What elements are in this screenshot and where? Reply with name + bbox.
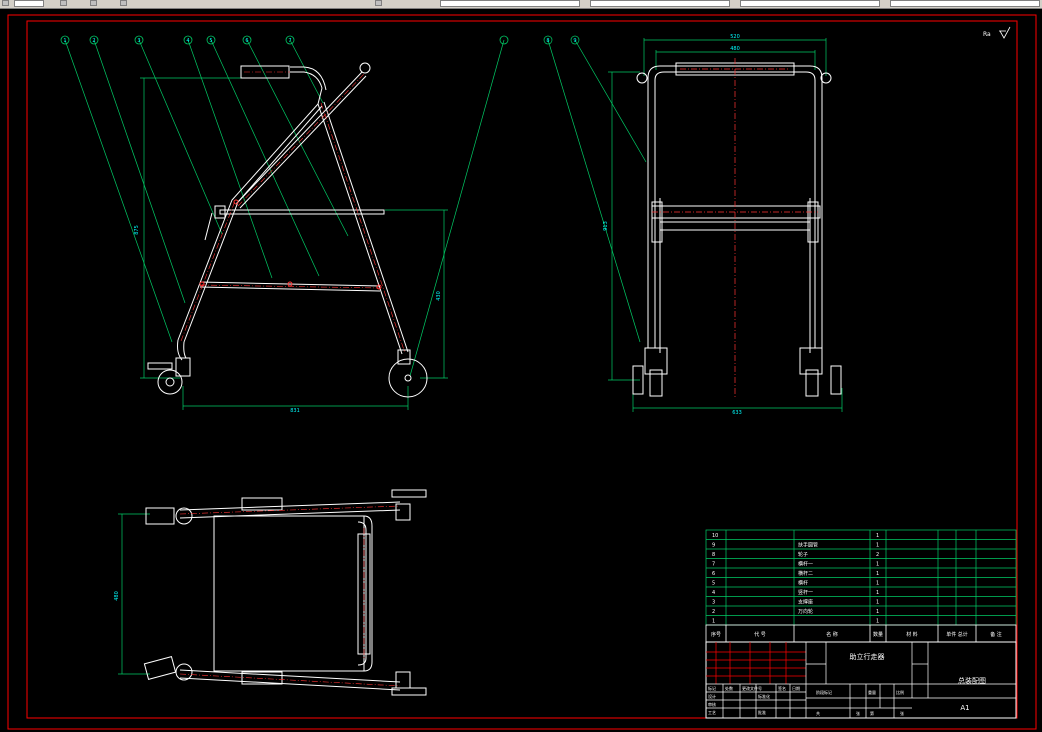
svg-text:批准: 批准 — [758, 709, 766, 715]
svg-text:7: 7 — [712, 562, 715, 568]
svg-text:签名: 签名 — [778, 685, 786, 691]
svg-text:阶段标记: 阶段标记 — [816, 689, 832, 695]
side-view: 1 2 3 4 5 6 7 831 875 430 — [60, 35, 509, 414]
svg-text:序号: 序号 — [711, 631, 721, 638]
svg-text:1: 1 — [876, 590, 879, 596]
svg-text:备 注: 备 注 — [990, 631, 1002, 638]
tool-icon-3[interactable] — [120, 0, 127, 6]
svg-text:1: 1 — [876, 600, 879, 606]
balloon-8: 8 — [546, 38, 549, 44]
balloon-5: 5 — [209, 38, 212, 44]
bom-table: 10 1 9 扶手圆管 1 8 轮子 2 7 横杆一 1 6 横杆二 1 5 横杆 1 4 竖杆一 1 3… — [705, 529, 1017, 643]
dim-top-depth: 480 — [114, 591, 120, 601]
svg-text:6: 6 — [712, 571, 715, 577]
svg-text:标准化: 标准化 — [758, 693, 770, 699]
tool-icon-1[interactable] — [60, 0, 67, 6]
svg-text:单件 总计: 单件 总计 — [946, 631, 968, 638]
title-block: 助立行走器 总装配图 A1 标记 处数 更改文件号 签名 日期 设计 标准化 审… — [705, 641, 1017, 719]
svg-text:横杆一: 横杆一 — [798, 561, 813, 568]
svg-text:1: 1 — [712, 619, 715, 625]
outer-frame — [7, 14, 1037, 730]
svg-text:设计: 设计 — [708, 693, 716, 699]
svg-text:重量: 重量 — [868, 689, 876, 695]
svg-text:日期: 日期 — [792, 685, 800, 691]
svg-text:代 号: 代 号 — [754, 631, 766, 638]
balloon-4: 4 — [186, 38, 189, 44]
svg-text:比例: 比例 — [896, 689, 904, 695]
svg-text:1: 1 — [876, 533, 879, 539]
svg-text:工艺: 工艺 — [708, 710, 716, 715]
svg-text:2: 2 — [712, 609, 715, 615]
svg-text:9: 9 — [712, 543, 715, 549]
svg-text:3: 3 — [712, 600, 715, 606]
svg-text:材 料: 材 料 — [906, 631, 918, 638]
roughness-mark: Ra — [983, 26, 1011, 39]
svg-text:1: 1 — [876, 543, 879, 549]
inner-frame — [26, 20, 1018, 719]
svg-text:张: 张 — [856, 710, 860, 716]
svg-text:标记: 标记 — [708, 685, 716, 691]
svg-text:数量: 数量 — [873, 631, 883, 638]
product-name: 助立行走器 — [850, 652, 885, 661]
svg-text:2: 2 — [876, 552, 879, 558]
svg-text:1: 1 — [876, 619, 879, 625]
front-view: 8 9 520 480 913 633 — [543, 34, 843, 416]
dim-side-width: 831 — [290, 408, 300, 414]
svg-text:4: 4 — [712, 590, 715, 596]
svg-text:支撑座: 支撑座 — [798, 599, 813, 606]
balloon-2: 2 — [92, 38, 95, 44]
sheet-size: A1 — [960, 704, 969, 712]
dim-side-height: 875 — [134, 225, 140, 235]
plotstyle-dropdown[interactable] — [890, 0, 1040, 7]
svg-text:1: 1 — [876, 571, 879, 577]
svg-text:处数: 处数 — [725, 685, 733, 691]
svg-text:1: 1 — [876, 562, 879, 568]
svg-text:Ra: Ra — [983, 31, 991, 38]
drawing-name: 总装配图 — [958, 676, 986, 685]
svg-text:8: 8 — [712, 552, 715, 558]
dim-side-height2: 430 — [436, 291, 442, 301]
balloon-9: 9 — [573, 38, 576, 44]
lineweight-dropdown[interactable] — [740, 0, 880, 7]
svg-text:万向轮: 万向轮 — [798, 608, 813, 615]
svg-text:轮子: 轮子 — [798, 551, 808, 558]
dim-front-top-outer: 520 — [730, 34, 740, 40]
dim-front-top-inner: 480 — [730, 46, 740, 52]
balloon-3: 3 — [137, 38, 140, 44]
top-view: 480 — [114, 489, 427, 696]
toolbar-field-1[interactable] — [14, 0, 44, 7]
tool-icon-4[interactable] — [375, 0, 382, 6]
dim-front-bottom: 633 — [732, 410, 742, 416]
layer-dropdown[interactable] — [440, 0, 580, 7]
linetype-dropdown[interactable] — [590, 0, 730, 7]
drawing-canvas[interactable]: Ra — [0, 8, 1042, 732]
svg-text:名 称: 名 称 — [826, 631, 838, 638]
svg-text:扶手圆管: 扶手圆管 — [798, 542, 818, 549]
dim-front-height: 913 — [603, 221, 609, 231]
app-icon[interactable] — [2, 0, 9, 6]
svg-text:横杆: 横杆 — [798, 580, 808, 587]
cad-toolbar — [0, 0, 1042, 9]
svg-text:1: 1 — [876, 581, 879, 587]
balloon-1: 1 — [63, 38, 66, 44]
svg-text:10: 10 — [712, 533, 718, 539]
svg-text:共: 共 — [816, 710, 820, 716]
svg-text:张: 张 — [900, 710, 904, 716]
svg-text:5: 5 — [712, 581, 715, 587]
svg-text:竖杆一: 竖杆一 — [798, 589, 813, 596]
tool-icon-2[interactable] — [90, 0, 97, 6]
balloon-6: 6 — [245, 38, 248, 44]
svg-text:1: 1 — [876, 609, 879, 615]
svg-text:横杆二: 横杆二 — [798, 570, 813, 577]
svg-text:第: 第 — [870, 710, 874, 716]
svg-text:更改文件号: 更改文件号 — [742, 685, 762, 691]
balloon-7: 7 — [288, 38, 291, 44]
svg-text:审核: 审核 — [708, 701, 716, 707]
